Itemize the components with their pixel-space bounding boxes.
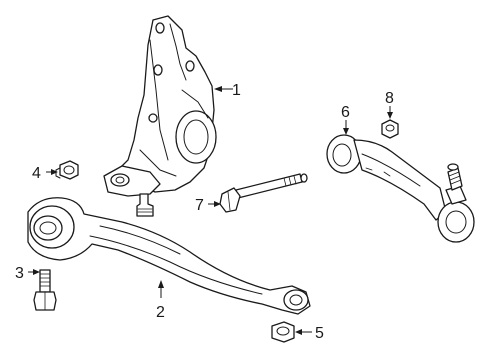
callout-7-label: 7: [195, 197, 204, 214]
callout-8: 8: [385, 90, 394, 119]
bolt-part-7: [219, 173, 308, 213]
callout-4-label: 4: [32, 165, 41, 182]
steering-knuckle: [103, 15, 217, 217]
callout-2-label: 2: [156, 304, 165, 321]
nut-part-8: [381, 119, 399, 139]
callout-7: 7: [195, 197, 221, 214]
callout-1: 1: [214, 82, 241, 99]
callout-2: 2: [156, 280, 165, 321]
callout-6-label: 6: [341, 104, 350, 121]
bolt-part-3: [33, 269, 57, 311]
callout-6: 6: [341, 104, 350, 135]
nut-part-5: [271, 321, 295, 343]
callout-1-label: 1: [232, 82, 241, 99]
nut-part-4: [55, 160, 79, 180]
callout-8-label: 8: [385, 90, 394, 107]
tension-strut: [326, 134, 475, 243]
callout-5-label: 5: [315, 325, 324, 342]
lower-control-arm: [27, 197, 311, 315]
callout-3-label: 3: [15, 265, 24, 282]
callout-4: 4: [32, 165, 58, 182]
callout-3: 3: [15, 265, 40, 282]
callout-5: 5: [295, 325, 324, 342]
